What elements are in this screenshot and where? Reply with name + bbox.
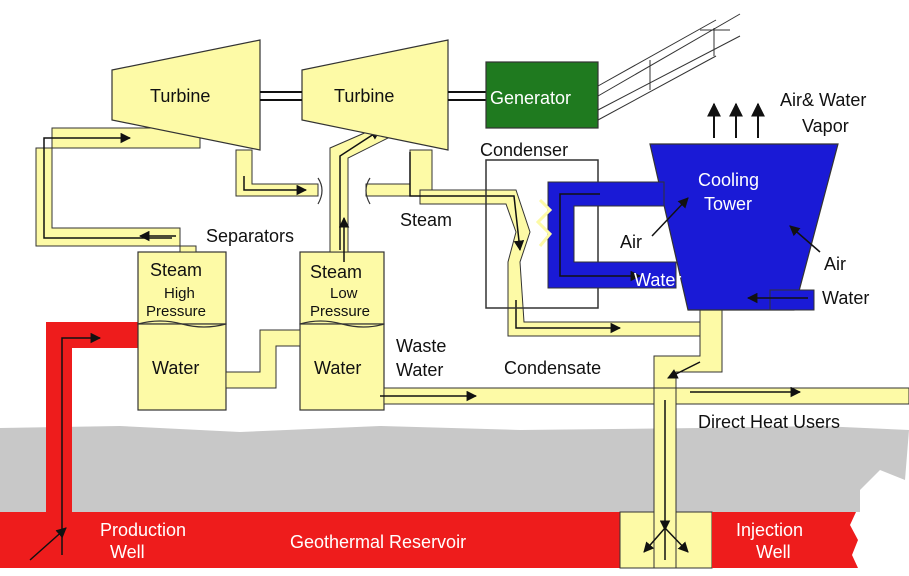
steam-to-condenser	[419, 189, 701, 337]
condensate-pipe	[653, 309, 723, 389]
production-well-label-1: Production	[100, 520, 186, 540]
condenser-label: Condenser	[480, 140, 568, 160]
lp-separator-water	[299, 323, 385, 411]
hp-separator-water	[137, 323, 227, 411]
exhaust-arrow	[243, 176, 308, 196]
production-well-label-2: Well	[110, 542, 145, 562]
vapor-arrows	[707, 102, 765, 138]
air-right-arrow	[789, 225, 821, 253]
hp-steam-arrow	[43, 132, 172, 239]
cooling-water-loop	[547, 181, 677, 289]
cooling-tower-label-2: Tower	[704, 194, 752, 214]
condensate-label: Condensate	[504, 358, 601, 378]
condensate-arrow	[667, 361, 701, 379]
direct-heat-users-label: Direct Heat Users	[698, 412, 840, 432]
separator-link-2	[365, 177, 371, 205]
reservoir-label: Geothermal Reservoir	[290, 532, 466, 552]
injection-split-right	[664, 527, 689, 553]
air-left-arrow	[651, 197, 689, 237]
condenser-coil	[535, 198, 553, 247]
condensate-flow-arrow	[515, 300, 622, 334]
hp-separator-steam	[137, 251, 227, 325]
reservoir-band	[0, 511, 858, 569]
generator-box	[485, 61, 599, 129]
tower-water-label: Water	[634, 270, 681, 290]
injection-well-label-1: Injection	[736, 520, 803, 540]
lp-separator-divider	[299, 320, 385, 328]
separator-link	[317, 177, 323, 205]
turbine-right-label: Turbine	[334, 86, 394, 106]
production-well-pipe	[46, 322, 138, 512]
air-right-label: Air	[824, 254, 846, 274]
hp-steam-label: Steam	[150, 260, 202, 280]
generator-label: Generator	[490, 88, 571, 108]
air-water-vapor-label-1: Air& Water	[780, 90, 866, 110]
hp-pressure-label: Pressure	[146, 303, 206, 320]
turbine-left-exhaust	[235, 149, 319, 197]
lp-water-label: Water	[314, 358, 361, 378]
air-left-label: Air	[620, 232, 642, 252]
cooling-water-inlet	[769, 289, 815, 311]
hp-separator-divider	[137, 320, 227, 328]
injection-split-left	[643, 527, 666, 553]
steam-flow-arrow	[409, 152, 525, 252]
power-lines	[597, 13, 741, 121]
production-inlet-arrow	[29, 527, 67, 561]
ground-layer	[0, 426, 909, 512]
lp-pressure-label: Pressure	[310, 303, 370, 320]
steam-label: Steam	[400, 210, 452, 230]
turbine-left-label: Turbine	[150, 86, 210, 106]
separators-label: Separators	[206, 226, 294, 246]
waste-water-label-2: Water	[396, 360, 443, 380]
hp-lp-water-pipe	[225, 329, 301, 389]
lp-steam-label: Steam	[310, 262, 362, 282]
air-water-vapor-label-2: Vapor	[802, 116, 849, 136]
turbine-left	[111, 39, 261, 151]
turbine-shaft	[260, 91, 486, 101]
cooling-tower-label-1: Cooling	[698, 170, 759, 190]
hp-high-label: High	[164, 285, 195, 302]
hp-steam-pipe	[35, 127, 201, 253]
water-in-label: Water	[822, 288, 869, 308]
turbine-right	[301, 39, 449, 151]
turbine-right-exhaust	[365, 149, 433, 197]
production-flow-arrow	[61, 332, 102, 555]
lp-low-label: Low	[330, 285, 358, 302]
cooling-loop-arrow	[559, 193, 642, 282]
condenser-box	[485, 159, 599, 309]
injection-well-label-2: Well	[756, 542, 791, 562]
waste-water-label-1: Waste	[396, 336, 446, 356]
hp-water-label: Water	[152, 358, 199, 378]
